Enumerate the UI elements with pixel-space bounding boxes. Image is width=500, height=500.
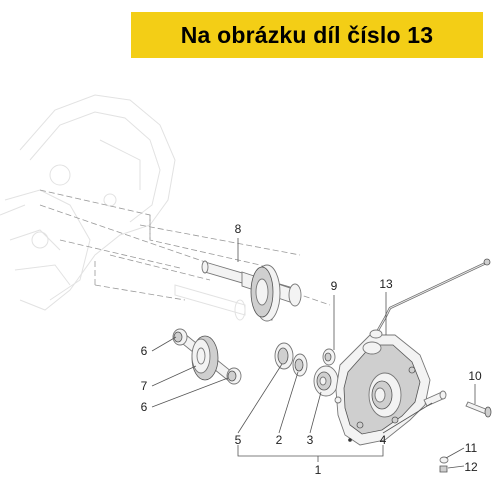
callout-4: 4 (380, 433, 387, 447)
callout-3: 3 (307, 433, 314, 447)
callout-7: 7 (141, 379, 148, 393)
part-10-bolt (465, 401, 492, 418)
callout-labels: 8 9 13 6 7 6 10 5 2 3 4 11 12 1 (141, 222, 482, 477)
part-1-transmission-cover (334, 334, 431, 446)
crankcase-ghost-outline (0, 94, 176, 311)
callout-1: 1 (315, 463, 322, 477)
callout-5: 5 (235, 433, 242, 447)
banner-text: Na obrázku díl číslo 13 (180, 21, 434, 48)
part-9-bush (322, 348, 336, 366)
part-4-dowel-pin (423, 390, 447, 407)
callout-8: 8 (235, 222, 242, 236)
callout-11: 11 (465, 441, 478, 455)
part-12-drain-screw (439, 465, 448, 473)
part-6-bearing-lower (226, 367, 242, 385)
part-8-driven-shaft (201, 260, 302, 322)
callout-dot (348, 438, 352, 442)
callout-13: 13 (379, 277, 393, 291)
callout-10: 10 (468, 369, 482, 383)
part-5-seal (274, 342, 294, 370)
callout-6-lower: 6 (141, 400, 148, 414)
part-2-oil-seal (292, 353, 308, 377)
part-6-bearing-upper (172, 328, 188, 346)
part-11-washer (439, 456, 449, 464)
part-13-breather-tube (369, 258, 491, 339)
callout-12: 12 (464, 460, 478, 474)
callout-2: 2 (276, 433, 283, 447)
part-7-pinion-gear (177, 329, 233, 383)
part-3-bearing (313, 365, 339, 397)
callout-9: 9 (331, 279, 338, 293)
callout-6-upper: 6 (141, 344, 148, 358)
intermediate-shaft-ghost (174, 284, 246, 321)
part-number-banner: Na obrázku díl číslo 13 (131, 12, 483, 58)
callout-leader-lines (151, 238, 476, 469)
